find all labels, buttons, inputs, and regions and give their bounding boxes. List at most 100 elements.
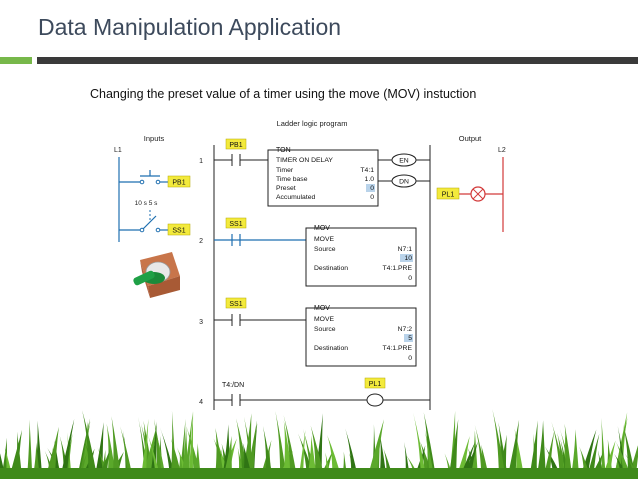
rung-1: 1 PB1 TON TIMER ON DELAY Timer T4:1 Time… xyxy=(199,138,430,207)
contact-label: T4:/DN xyxy=(222,382,244,389)
grass-blade xyxy=(214,427,225,479)
timebase-value: 1.0 xyxy=(365,176,375,183)
destination-value: 0 xyxy=(408,355,412,362)
grass-blade xyxy=(298,429,306,479)
grass-blade xyxy=(543,431,555,479)
preset-highlight xyxy=(366,184,375,192)
grass-blade xyxy=(45,426,59,479)
destination-label: Destination xyxy=(314,265,348,272)
inputs-label: Inputs xyxy=(144,134,165,143)
ton-block xyxy=(267,149,379,207)
mov-block xyxy=(305,307,417,367)
source-highlight xyxy=(404,334,413,342)
rung-3: 3 SS1 MOV MOVE Source N7:2 5 Destination… xyxy=(199,297,417,367)
pb1-field-tag xyxy=(167,175,191,188)
grass-blade xyxy=(181,426,189,479)
block-name: MOVE xyxy=(314,236,334,243)
selector-times: 10 s 5 s xyxy=(135,200,159,207)
grass-blade xyxy=(170,410,176,479)
grass-blade xyxy=(146,432,161,479)
preset-label: Preset xyxy=(276,185,296,192)
rung-2: 2 SS1 MOV MOVE Source N7:1 10 Destinatio… xyxy=(199,217,417,287)
grass-blade xyxy=(564,423,573,479)
grass-blade xyxy=(507,419,520,479)
grass-blade xyxy=(120,426,133,479)
ss1-field-label: SS1 xyxy=(172,228,185,235)
timebase-label: Time base xyxy=(276,176,308,183)
destination-value: 0 xyxy=(408,275,412,282)
grass-base xyxy=(0,468,638,479)
pl1-field-tag xyxy=(436,187,460,200)
grass-blade xyxy=(345,428,359,479)
grass-blade xyxy=(14,431,23,479)
output-coil-icon xyxy=(366,393,384,407)
grass-blade xyxy=(275,410,287,479)
block-title: TON xyxy=(276,147,291,154)
grass-blade xyxy=(262,425,273,479)
grass-blade xyxy=(492,409,506,479)
grass-blade xyxy=(448,419,459,479)
grass-blade xyxy=(551,421,567,479)
block-title: MOV xyxy=(314,305,330,312)
grass-blade xyxy=(529,420,538,479)
grass-blade xyxy=(26,419,33,479)
grass-blade xyxy=(241,413,252,479)
grass-blade xyxy=(601,417,606,479)
grass-decoration xyxy=(0,409,638,479)
preset-value: 0 xyxy=(370,185,374,192)
rung-number: 4 xyxy=(199,399,203,406)
accumulated-value: 0 xyxy=(370,194,374,201)
grass-blade xyxy=(424,429,435,479)
block-name: TIMER ON DELAY xyxy=(276,157,333,164)
grass-blade xyxy=(111,416,121,479)
grass-blade xyxy=(586,433,600,479)
grass-blade xyxy=(60,418,75,479)
source-value: 5 xyxy=(408,335,412,342)
source-label: Source xyxy=(314,326,336,333)
rung-number: 3 xyxy=(199,319,203,326)
grass-blade xyxy=(497,434,507,479)
accent-bar xyxy=(0,57,32,64)
accumulated-label: Accumulated xyxy=(276,194,316,201)
rung-number: 2 xyxy=(199,238,203,245)
dn-coil-label: DN xyxy=(399,179,409,186)
selector-switch-icon xyxy=(133,252,180,298)
grass-blade xyxy=(283,415,298,479)
pb1-field-label: PB1 xyxy=(172,180,185,187)
output-field-wiring: L2 PL1 xyxy=(436,147,506,232)
block-title: MOV xyxy=(314,225,330,232)
source-label: Source xyxy=(314,246,336,253)
input-field-wiring: L1 PB1 10 s 5 s SS1 xyxy=(114,147,191,242)
grass-blade xyxy=(188,411,194,479)
grass-blade xyxy=(379,434,387,479)
source-highlight xyxy=(400,254,413,262)
grass-blade xyxy=(154,426,166,479)
timer-value: T4:1 xyxy=(360,167,374,174)
grass-blade xyxy=(310,425,325,479)
destination-label: Destination xyxy=(314,345,348,352)
contact-tag xyxy=(225,217,247,229)
slide-title: Data Manipulation Application xyxy=(38,14,342,40)
source-value: 10 xyxy=(404,255,412,262)
rung-number: 1 xyxy=(199,158,203,165)
source-address: N7:1 xyxy=(398,246,413,253)
grass-blade xyxy=(570,429,580,479)
block-name: MOVE xyxy=(314,316,334,323)
ss1-field-tag xyxy=(167,223,191,236)
timer-label: Timer xyxy=(276,167,294,174)
mov-block xyxy=(305,227,417,287)
contact-label: SS1 xyxy=(229,221,242,228)
grass-blade xyxy=(413,412,427,479)
destination-address: T4:1.PRE xyxy=(383,345,413,352)
contact-label: PB1 xyxy=(229,142,242,149)
slide-subtitle: Changing the preset value of a timer usi… xyxy=(90,87,477,101)
grass-blade xyxy=(94,422,104,479)
source-address: N7:2 xyxy=(398,326,413,333)
coil-tag xyxy=(364,377,386,389)
grass-blade xyxy=(423,412,437,479)
grass-blade xyxy=(536,420,546,479)
destination-address: T4:1.PRE xyxy=(383,265,413,272)
diagram-heading: Ladder logic program xyxy=(277,119,348,128)
grass-blade xyxy=(140,418,149,479)
